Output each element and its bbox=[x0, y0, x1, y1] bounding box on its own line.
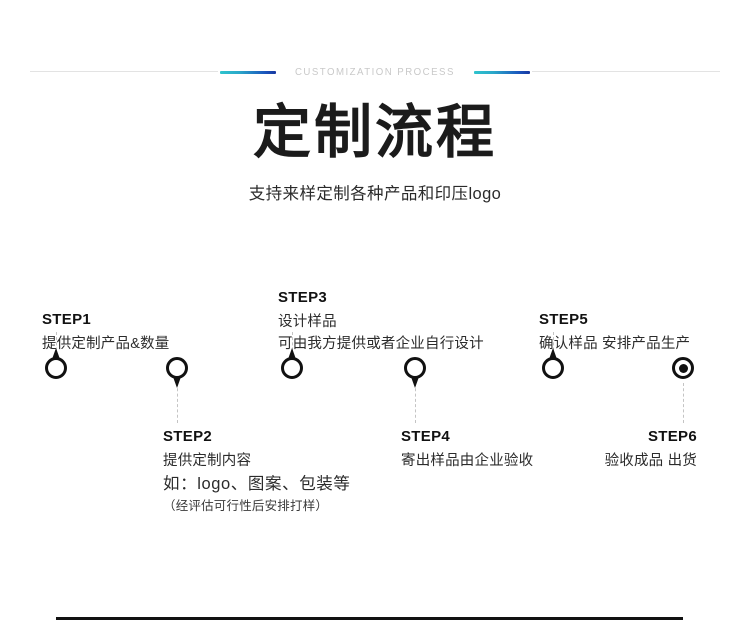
timeline-connector bbox=[177, 383, 179, 423]
kicker-accent-bar-left bbox=[220, 70, 277, 74]
section-kicker: CUSTOMIZATION PROCESS bbox=[0, 58, 750, 86]
customization-process-timeline: STEP1 提供定制产品&数量 STEP2 提供定制内容如：logo、图案、包装等 （经… bbox=[0, 250, 750, 620]
timeline-marker-pin-down-icon bbox=[166, 357, 188, 388]
page-subtitle: 支持来样定制各种产品和印压logo bbox=[248, 185, 502, 203]
timeline-label-2: STEP2 提供定制内容如：logo、图案、包装等 （经评估可行性后安排打样） bbox=[163, 428, 493, 516]
step-number: STEP2 bbox=[163, 428, 213, 445]
timeline-marker-bullseye-icon bbox=[672, 357, 694, 379]
marker-ring bbox=[166, 357, 188, 379]
kicker-rule-left bbox=[30, 71, 320, 72]
step-description-line: 如：logo、图案、包装等 bbox=[163, 475, 351, 494]
step-description-line: 寄出样品由企业验收 bbox=[401, 453, 534, 469]
marker-ring bbox=[542, 357, 564, 379]
timeline-label-5: STEP5 确认样品 安排产品生产 bbox=[539, 311, 750, 355]
timeline-marker-pin-up-icon bbox=[542, 348, 564, 379]
timeline-connector bbox=[415, 383, 417, 423]
timeline-label-3: STEP3 设计样品可由我方提供或者企业自行设计 bbox=[278, 289, 608, 355]
marker-center-dot bbox=[678, 363, 688, 373]
step-number: STEP6 bbox=[647, 428, 697, 445]
timeline-marker-pin-up-icon bbox=[45, 348, 67, 379]
marker-tail bbox=[172, 374, 182, 388]
kicker-inner: CUSTOMIZATION PROCESS bbox=[218, 66, 532, 78]
marker-tail bbox=[51, 348, 61, 362]
timeline-marker-pin-up-icon bbox=[281, 348, 303, 379]
step-description-line: （经评估可行性后安排打样） bbox=[163, 499, 329, 514]
step-description-line: 验收成品 出货 bbox=[604, 453, 697, 469]
step-number: STEP5 bbox=[539, 310, 589, 328]
timeline-label-6: STEP6 验收成品 出货 bbox=[367, 428, 697, 472]
marker-ring bbox=[45, 357, 67, 379]
kicker-accent-bar-right bbox=[473, 70, 530, 74]
timeline-marker-pin-down-icon bbox=[404, 357, 426, 388]
step-description-line: 确认样品 安排产品生产 bbox=[539, 335, 691, 352]
step-number: STEP1 bbox=[42, 310, 92, 328]
kicker-label: CUSTOMIZATION PROCESS bbox=[295, 66, 455, 78]
timeline-label-1: STEP1 提供定制产品&数量 bbox=[42, 311, 372, 355]
timeline-label-4: STEP4 寄出样品由企业验收 bbox=[401, 428, 731, 472]
marker-ring bbox=[281, 357, 303, 379]
page-title: 定制流程 bbox=[252, 100, 497, 165]
marker-tail bbox=[287, 348, 297, 362]
marker-ring bbox=[404, 357, 426, 379]
step-number: STEP3 bbox=[278, 288, 328, 306]
step-description-line: 设计样品 bbox=[278, 313, 337, 330]
kicker-rule-right bbox=[430, 71, 720, 72]
timeline-connector bbox=[683, 383, 685, 423]
step-description-line: 可由我方提供或者企业自行设计 bbox=[278, 335, 484, 352]
step-description-line: 提供定制内容 bbox=[163, 453, 252, 469]
marker-tail bbox=[548, 348, 558, 362]
step-description-line: 提供定制产品&数量 bbox=[42, 335, 170, 352]
step-number: STEP4 bbox=[401, 428, 451, 445]
marker-tail bbox=[410, 374, 420, 388]
